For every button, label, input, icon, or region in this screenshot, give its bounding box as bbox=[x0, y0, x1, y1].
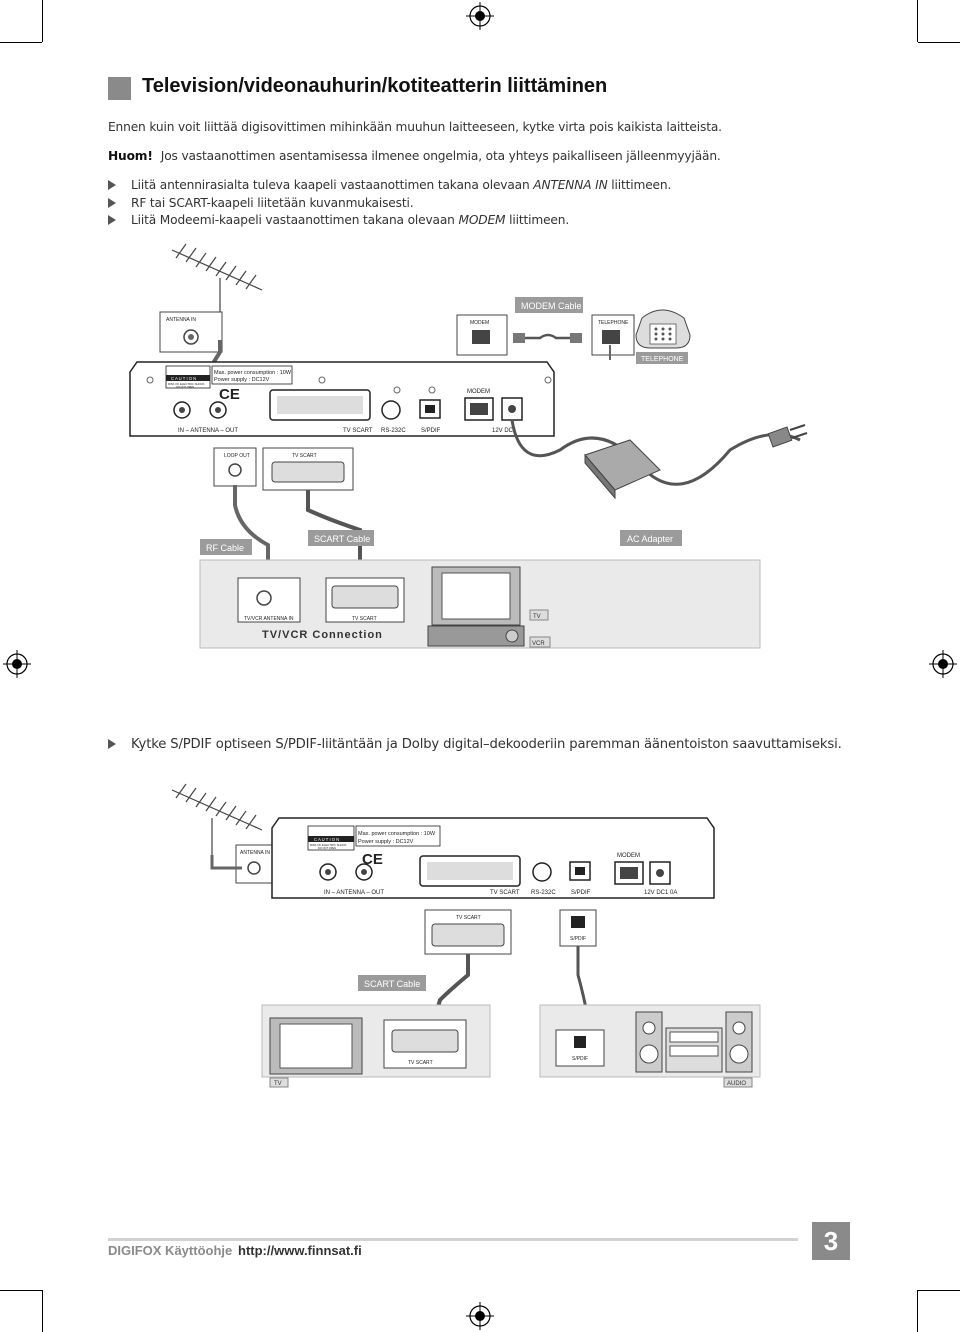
antenna-port-label: IN – ANTENNA – OUT bbox=[324, 890, 384, 896]
footer-divider bbox=[108, 1238, 798, 1241]
crop-mark bbox=[917, 0, 918, 42]
caution-label: C A U T I O N bbox=[314, 837, 339, 842]
registration-mark-icon bbox=[466, 1302, 494, 1330]
rf-cable-tag: RF Cable bbox=[206, 543, 244, 553]
vcr-icon bbox=[427, 625, 525, 647]
wall-telephone-label: TELEPHONE bbox=[598, 320, 629, 326]
connection-diagram-tv-vcr: ANTENNA IN MODEM TELEPHONE MODEM Cable T… bbox=[129, 243, 808, 649]
tv-label: TV bbox=[274, 1081, 282, 1087]
step-text: liittimeen. bbox=[607, 178, 672, 192]
spdif-step-text: Kytke S/PDIF optiseen S/PDIF-liitäntään … bbox=[131, 737, 842, 752]
modem-port-label: MODEM bbox=[617, 853, 640, 859]
tv-vcr-antenna-label: TV/VCR ANTENNA IN bbox=[244, 616, 294, 622]
page-title: Television/videonauhurin/kotiteatterin l… bbox=[142, 75, 608, 97]
loop-out-label: LOOP OUT bbox=[224, 453, 250, 459]
step-emphasis: MODEM bbox=[458, 213, 506, 227]
dc-port-label: 12V DC bbox=[492, 428, 514, 434]
telephone-icon bbox=[635, 309, 691, 349]
modem-cable-tag: MODEM Cable bbox=[521, 301, 582, 311]
spdif-step: Kytke S/PDIF optiseen S/PDIF-liitäntään … bbox=[108, 737, 842, 752]
receiver-back-panel: C A U T I O N RISK OF ELECTRIC SHOCK DO … bbox=[129, 361, 555, 437]
receiver-back-panel: C A U T I O N RISK OF ELECTRIC SHOCK DO … bbox=[271, 817, 715, 899]
crop-mark bbox=[42, 0, 43, 42]
caution-sub: RISK OF ELECTRIC SHOCK bbox=[310, 843, 347, 847]
tv-scart-small-label: TV SCART bbox=[456, 915, 481, 921]
tv-scart-mid-label: TV SCART bbox=[292, 453, 317, 459]
antenna-in-label: ANTENNA IN bbox=[240, 850, 270, 856]
crop-mark bbox=[918, 1290, 960, 1291]
ce-mark-icon: CE bbox=[362, 851, 383, 868]
bullet-arrow-icon bbox=[108, 215, 116, 225]
crop-mark bbox=[918, 42, 960, 43]
rs232-port-label: RS-232C bbox=[531, 890, 556, 896]
scart-cable-tag: SCART Cable bbox=[364, 979, 420, 989]
power-adapter-icon bbox=[584, 439, 661, 500]
telephone-tag: TELEPHONE bbox=[641, 356, 684, 363]
crop-mark bbox=[917, 1290, 918, 1332]
caution-sub: DO NOT OPEN bbox=[318, 846, 336, 850]
step-text: Liitä antennirasialta tuleva kaapeli vas… bbox=[131, 178, 534, 192]
connection-diagram-audio: ANTENNA IN C A U T I O N RISK OF ELECTRI… bbox=[171, 783, 761, 1088]
note-label: Huom! bbox=[108, 149, 153, 163]
power-info: Power supply : DC12V bbox=[214, 377, 270, 383]
power-info: Max. power consumption : 10W bbox=[214, 370, 292, 376]
footer-url-link[interactable]: http://www.finnsat.fi bbox=[238, 1243, 362, 1258]
step-item: RF tai SCART-kaapeli liitetään kuvanmuka… bbox=[108, 196, 414, 210]
audio-label: AUDIO bbox=[727, 1081, 746, 1087]
spdif-port-label: S/PDIF bbox=[421, 428, 441, 434]
wall-modem-label: MODEM bbox=[470, 320, 489, 326]
step-text: Liitä Modeemi-kaapeli vastaanottimen tak… bbox=[131, 213, 459, 227]
bullet-arrow-icon bbox=[108, 739, 116, 749]
tv-scart-bottom-label: TV SCART bbox=[352, 616, 377, 622]
crop-mark bbox=[0, 1290, 42, 1291]
tv-vcr-connection-label: TV/VCR Connection bbox=[262, 629, 383, 641]
ac-adapter-tag: AC Adapter bbox=[627, 534, 673, 544]
wall-antenna-label: ANTENNA IN bbox=[166, 317, 196, 323]
power-plug-icon bbox=[767, 424, 808, 448]
registration-mark-icon bbox=[929, 650, 957, 678]
footer-manual-name: DIGIFOX Käyttöohje bbox=[108, 1243, 233, 1258]
modem-port-label: MODEM bbox=[467, 389, 490, 395]
step-item: Liitä Modeemi-kaapeli vastaanottimen tak… bbox=[108, 213, 569, 227]
crop-mark bbox=[42, 1290, 43, 1332]
antenna-port-label: IN – ANTENNA – OUT bbox=[178, 428, 238, 434]
step-item: Liitä antennirasialta tuleva kaapeli vas… bbox=[108, 178, 671, 192]
tv-icon bbox=[269, 1017, 363, 1075]
step-emphasis: ANTENNA IN bbox=[533, 178, 608, 192]
tv-label: TV bbox=[533, 614, 541, 620]
caution-label: C A U T I O N bbox=[171, 376, 196, 381]
audio-system-icon bbox=[635, 1011, 753, 1073]
bullet-arrow-icon bbox=[108, 180, 116, 190]
crop-mark bbox=[0, 42, 42, 43]
ce-mark-icon: CE bbox=[219, 386, 240, 403]
spdif-small-label: S/PDIF bbox=[570, 936, 586, 942]
registration-mark-icon bbox=[3, 650, 31, 678]
tv-scart-port-label: TV SCART bbox=[343, 428, 373, 434]
step-text: liittimeen. bbox=[505, 213, 570, 227]
spdif-audio-label: S/PDIF bbox=[572, 1056, 588, 1062]
heading-marker bbox=[108, 77, 131, 100]
antenna-icon bbox=[171, 783, 263, 855]
dc-port-label: 12V DC1 0A bbox=[644, 890, 677, 896]
spdif-port-label: S/PDIF bbox=[571, 890, 591, 896]
intro-text: Ennen kuin voit liittää digisovittimen m… bbox=[108, 120, 722, 134]
tv-scart-port-label: TV SCART bbox=[490, 890, 520, 896]
page-number: 3 bbox=[812, 1222, 850, 1260]
note: Huom! Jos vastaanottimen asentamisessa il… bbox=[108, 149, 721, 163]
power-info: Max. power consumption : 10W bbox=[358, 831, 436, 837]
caution-sub: RISK OF ELECTRIC SHOCK bbox=[168, 382, 205, 386]
rs232-port-label: RS-232C bbox=[381, 428, 406, 434]
step-text: RF tai SCART-kaapeli liitetään kuvanmuka… bbox=[131, 196, 414, 210]
note-text: Jos vastaanottimen asentamisessa ilmenee… bbox=[160, 149, 721, 163]
tv-icon bbox=[431, 566, 521, 626]
scart-cable-tag: SCART Cable bbox=[314, 534, 370, 544]
registration-mark-icon bbox=[466, 2, 494, 30]
power-info: Power supply : DC12V bbox=[358, 839, 414, 845]
caution-sub: DO NOT OPEN bbox=[176, 385, 194, 389]
vcr-label: VCR bbox=[532, 641, 545, 647]
tv-scart-tv-label: TV SCART bbox=[408, 1060, 433, 1066]
bullet-arrow-icon bbox=[108, 198, 116, 208]
